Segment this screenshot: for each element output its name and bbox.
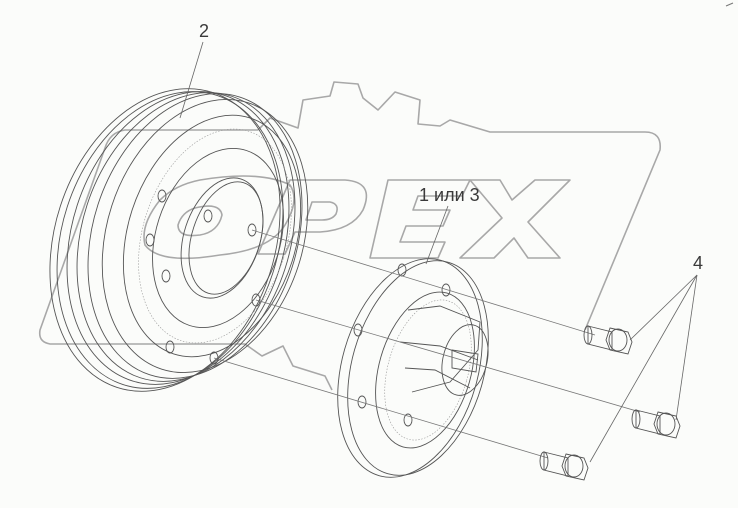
stray-mark: [725, 2, 734, 7]
bolts-part: [539, 325, 681, 481]
bolt-3: [539, 451, 589, 481]
bolt-2: [631, 409, 681, 439]
callout-1-or-3: 1 или 3: [419, 185, 480, 205]
assembly-axis-lines: [213, 229, 641, 459]
leader-4b: [675, 274, 698, 421]
pulley-bolt-holes: [145, 189, 261, 365]
leader-4a: [629, 274, 698, 341]
pulley-part: [49, 88, 309, 392]
leader-4c: [589, 274, 698, 463]
callout-2: 2: [199, 21, 210, 41]
opex-watermark: [38, 81, 662, 391]
bolt-1: [583, 325, 633, 355]
leader-2: [179, 41, 204, 119]
leader-lines: [179, 41, 698, 463]
hub-flange-part: [337, 258, 489, 478]
callout-4: 4: [693, 253, 704, 273]
leader-1-or-3: [425, 205, 449, 265]
